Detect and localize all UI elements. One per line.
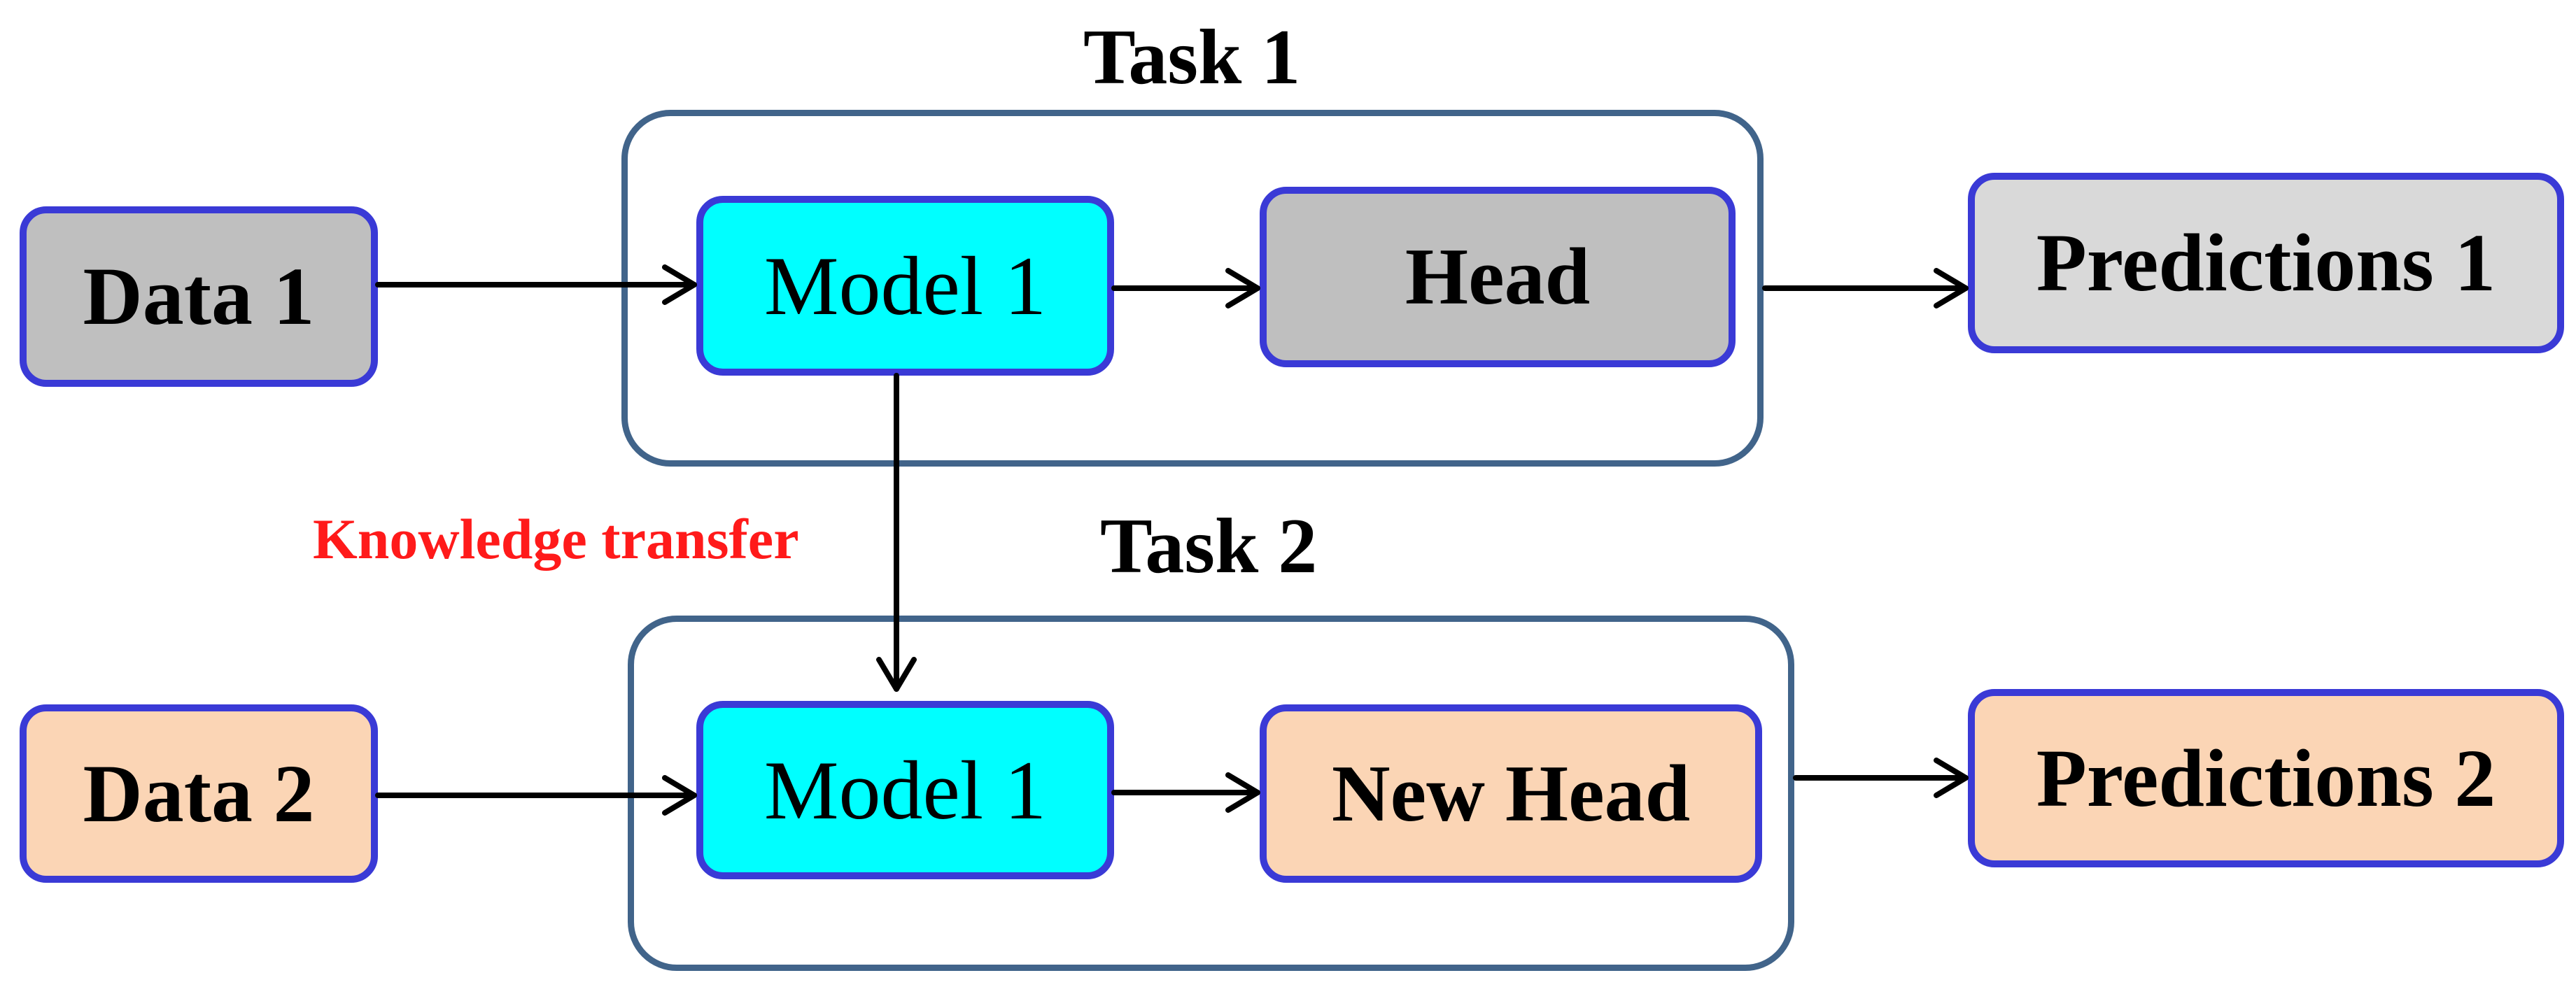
model-1-node-task-1: Model 1: [696, 196, 1114, 376]
arrow-data-1-to-model-1: [375, 264, 697, 305]
arrow-knowledge-transfer: [876, 373, 917, 692]
arrow-task-2-to-predictions-2: [1793, 758, 1969, 798]
arrow-data-2-to-model-1: [375, 775, 697, 816]
task-2-title: Task 2: [1100, 503, 1318, 590]
arrow-model-1-to-new-head: [1111, 772, 1260, 813]
head-node: Head: [1260, 187, 1736, 367]
knowledge-transfer-label: Knowledge transfer: [313, 507, 799, 571]
predictions-1-node: Predictions 1: [1968, 173, 2564, 353]
model-1-node-task-2: Model 1: [696, 701, 1114, 879]
task-1-frame: [621, 110, 1764, 467]
new-head-node: New Head: [1260, 704, 1762, 883]
task-1-title: Task 1: [1083, 14, 1301, 101]
arrow-task-1-to-predictions-1: [1762, 268, 1969, 308]
arrow-model-1-to-head: [1111, 268, 1260, 308]
data-1-node: Data 1: [20, 206, 378, 387]
data-2-node: Data 2: [20, 704, 378, 883]
predictions-2-node: Predictions 2: [1968, 689, 2564, 867]
